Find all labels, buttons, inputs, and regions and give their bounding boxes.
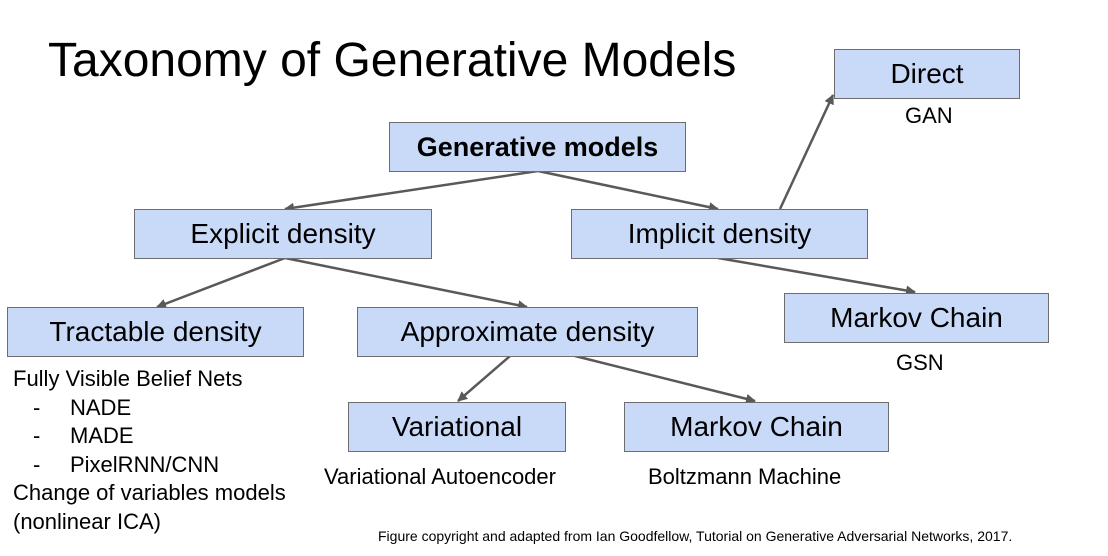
list-item-nonlinear-ica: (nonlinear ICA) — [13, 508, 161, 534]
node-generative-models: Generative models — [389, 122, 686, 172]
edge-implicit-to-markov — [717, 256, 916, 296]
figure-caption: Figure copyright and adapted from Ian Go… — [378, 528, 1013, 544]
list-item-pixelrnn-text: PixelRNN/CNN — [70, 451, 220, 477]
node-markov-chain-approx: Markov Chain — [624, 402, 889, 452]
list-item-pixelrnn: - PixelRNN/CNN — [13, 451, 286, 480]
label-boltzmann-machine: Boltzmann Machine — [648, 464, 842, 489]
node-explicit-density: Explicit density — [134, 209, 432, 259]
list-item-made-text: MADE — [70, 423, 134, 448]
edge-explicit-to-approximate — [284, 256, 528, 311]
tractable-methods-list: Fully Visible Belief Nets - NADE - MADE - P… — [13, 365, 286, 536]
edge-implicit-to-direct — [778, 94, 835, 210]
list-dash: - — [33, 423, 41, 448]
node-implicit-density: Implicit density — [571, 209, 868, 259]
edge-approximate-to-variational — [457, 355, 511, 402]
page-title: Taxonomy of Generative Models — [48, 34, 737, 87]
node-direct: Direct — [834, 49, 1020, 99]
list-item-nade-text: NADE — [70, 394, 132, 420]
list-item-nade: - NADE — [13, 394, 286, 423]
label-gsn: GSN — [896, 350, 944, 375]
edge-explicit-to-tractable — [156, 256, 286, 309]
edge-generative-to-implicit — [537, 169, 719, 213]
list-item-fvbn: Fully Visible Belief Nets — [13, 366, 243, 391]
node-variational: Variational — [348, 402, 566, 452]
node-approximate-density: Approximate density — [357, 307, 698, 357]
list-dash: - — [33, 394, 41, 420]
list-dash: - — [33, 451, 41, 477]
label-variational-autoencoder: Variational Autoencoder — [324, 464, 556, 489]
node-tractable-density: Tractable density — [7, 307, 304, 357]
list-item-change-of-variables: Change of variables models — [13, 480, 286, 505]
node-markov-chain-implicit: Markov Chain — [784, 293, 1049, 343]
list-item-made: - MADE — [13, 422, 286, 451]
edge-generative-to-explicit — [284, 169, 539, 213]
edge-approximate-to-markov — [574, 354, 756, 404]
label-gan: GAN — [905, 103, 953, 128]
